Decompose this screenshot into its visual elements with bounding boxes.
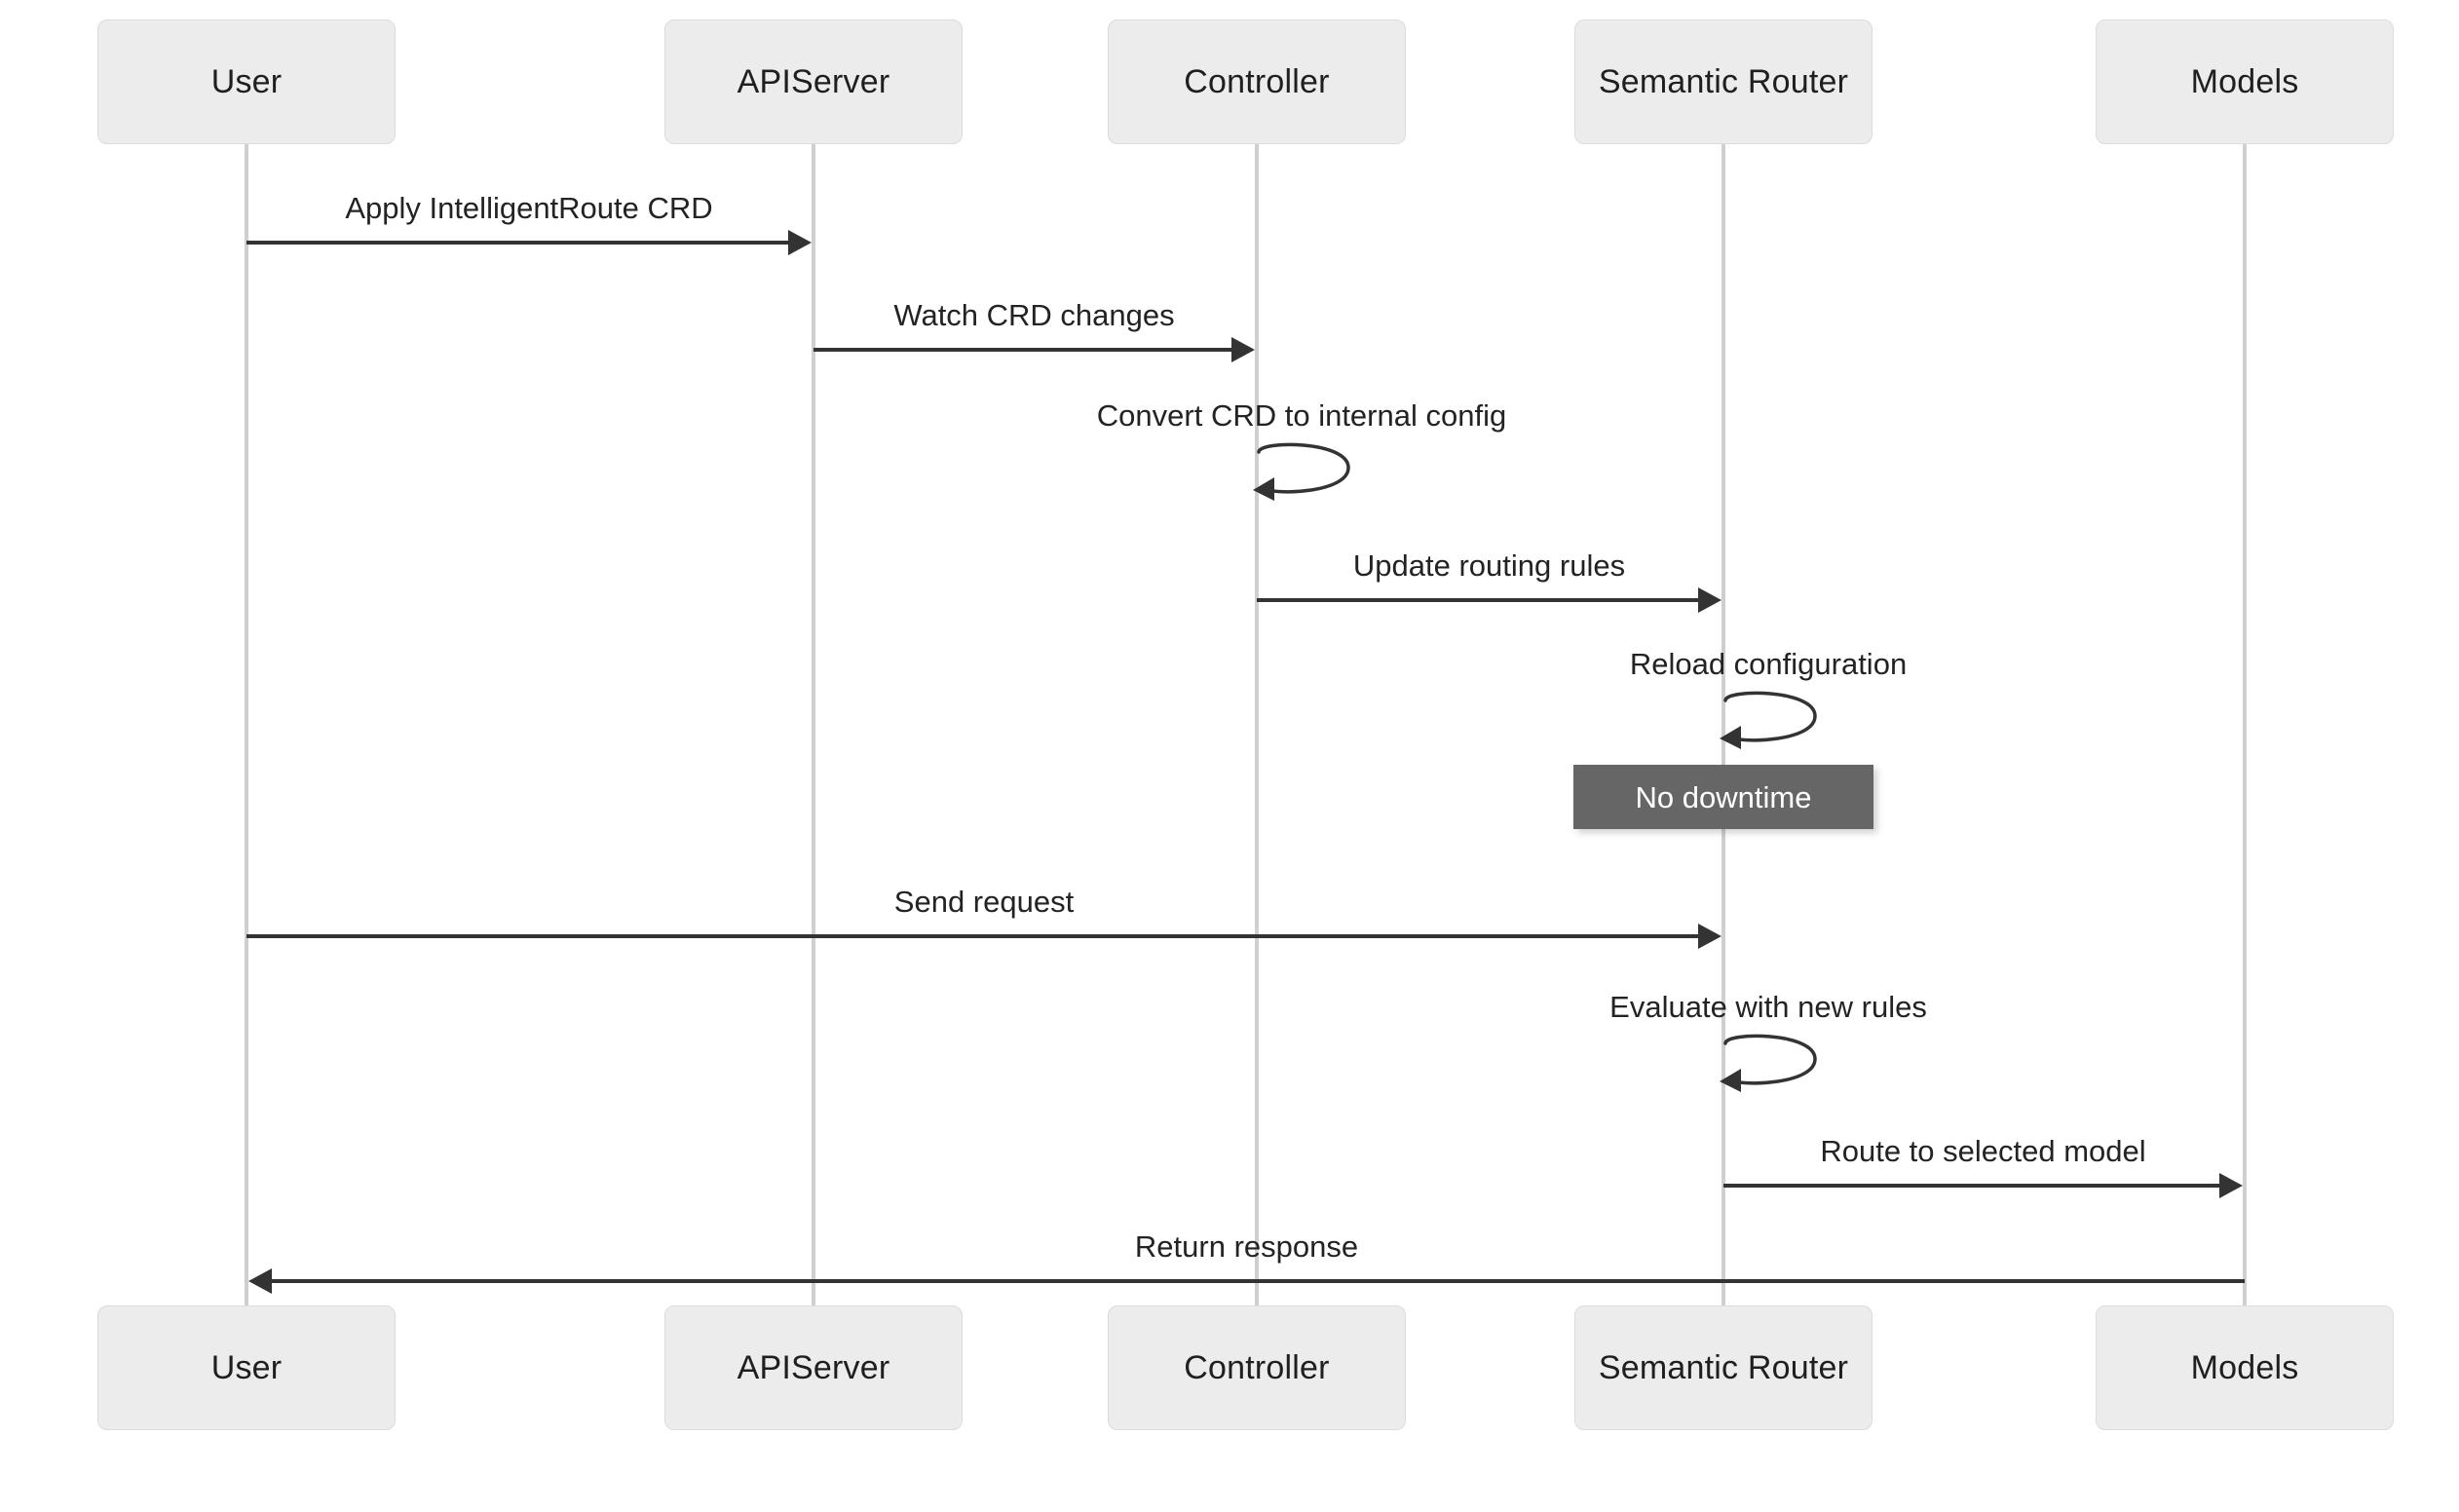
participant-footer-semantic-router[interactable]: Semantic Router	[1574, 1305, 1873, 1430]
participant-header-controller[interactable]: Controller	[1108, 19, 1406, 144]
participant-header-models[interactable]: Models	[2096, 19, 2394, 144]
self-loop-icon	[1720, 691, 1817, 749]
participant-footer-semantic-router-label: Semantic Router	[1598, 1349, 1849, 1386]
message-line	[813, 348, 1233, 352]
message-line	[1723, 1184, 2221, 1188]
participant-footer-apiserver-label: APIServer	[737, 1349, 890, 1386]
participant-footer-controller-label: Controller	[1184, 1349, 1330, 1386]
participant-footer-user[interactable]: User	[97, 1305, 396, 1430]
lifeline-semantic-router	[1721, 144, 1725, 1305]
self-message-evaluate-with-new-rules-label: Evaluate with new rules	[1609, 990, 1927, 1024]
message-apply-intelligentroute-crd-label: Apply IntelligentRoute CRD	[345, 191, 713, 225]
note-no-downtime-label: No downtime	[1635, 779, 1812, 814]
lifeline-controller	[1255, 144, 1259, 1305]
message-send-request-label: Send request	[893, 885, 1075, 919]
arrowhead-right-icon	[788, 230, 812, 255]
participant-header-apiserver[interactable]: APIServer	[664, 19, 963, 144]
arrowhead-right-icon	[2219, 1173, 2243, 1198]
self-message-reload-configuration-label: Reload configuration	[1629, 647, 1908, 681]
arrowhead-right-icon	[1698, 587, 1721, 613]
self-loop-icon	[1720, 1034, 1817, 1092]
message-route-to-selected-model-label: Route to selected model	[1820, 1134, 2146, 1168]
message-update-routing-rules-label: Update routing rules	[1352, 548, 1626, 583]
self-message-convert-crd-to-internal-config-label: Convert CRD to internal config	[1096, 398, 1507, 433]
participant-footer-user-label: User	[210, 1349, 283, 1386]
self-message-convert-crd-to-internal-config[interactable]: Convert CRD to internal config	[1097, 400, 1506, 505]
self-loop-icon	[1253, 442, 1350, 501]
participant-footer-apiserver[interactable]: APIServer	[664, 1305, 963, 1430]
lifeline-models	[2243, 144, 2247, 1305]
participant-header-user[interactable]: User	[97, 19, 396, 144]
participant-header-user-label: User	[210, 63, 283, 100]
lifeline-apiserver	[812, 144, 815, 1305]
participant-footer-models-label: Models	[2190, 1349, 2299, 1386]
self-message-evaluate-with-new-rules[interactable]: Evaluate with new rules	[1609, 992, 1927, 1096]
arrowhead-right-icon	[1698, 924, 1721, 949]
message-watch-crd-changes-label: Watch CRD changes	[893, 298, 1175, 332]
message-line	[246, 241, 790, 245]
participant-footer-models[interactable]: Models	[2096, 1305, 2394, 1430]
message-return-response-label: Return response	[1134, 1229, 1359, 1264]
participant-header-models-label: Models	[2190, 63, 2299, 100]
lifeline-user	[245, 144, 248, 1305]
message-line	[1257, 598, 1700, 602]
note-no-downtime: No downtime	[1573, 765, 1873, 829]
participant-footer-controller[interactable]: Controller	[1108, 1305, 1406, 1430]
arrowhead-right-icon	[1231, 337, 1255, 362]
self-message-reload-configuration[interactable]: Reload configuration	[1630, 649, 1907, 753]
participant-header-controller-label: Controller	[1184, 63, 1330, 100]
participant-header-apiserver-label: APIServer	[737, 63, 890, 100]
message-line	[270, 1279, 2245, 1283]
arrowhead-left-icon	[248, 1268, 272, 1294]
message-line	[246, 934, 1700, 938]
participant-header-semantic-router-label: Semantic Router	[1598, 63, 1849, 100]
participant-header-semantic-router[interactable]: Semantic Router	[1574, 19, 1873, 144]
